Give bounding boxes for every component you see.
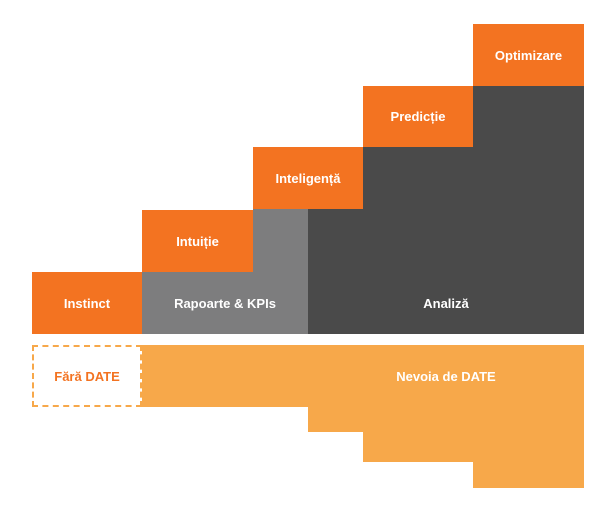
data-need-label-wrap: Nevoia de DATE [308,345,584,407]
no-data-box: Fără DATE [32,345,142,407]
step-intuitie: Intuiție [142,210,253,272]
no-data-label: Fără DATE [54,368,120,384]
step-predictie: Predicție [363,86,473,147]
analysis-block: Analiză [308,272,584,334]
step-optimizare-label: Optimizare [494,47,563,63]
data-need-area [142,345,584,488]
step-optimizare: Optimizare [473,24,584,86]
step-instinct-label: Instinct [63,295,111,311]
reports-kpis-label: Rapoarte & KPIs [174,295,276,311]
analysis-label: Analiză [423,295,469,311]
step-inteligenta: Inteligență [253,147,363,209]
step-intuitie-label: Intuiție [176,233,219,249]
data-need-label: Nevoia de DATE [396,368,496,384]
step-instinct: Instinct [32,272,142,334]
step-predictie-label: Predicție [390,109,446,124]
reports-kpis-block: Rapoarte & KPIs [142,272,308,334]
step-inteligenta-label: Inteligență [275,170,341,186]
